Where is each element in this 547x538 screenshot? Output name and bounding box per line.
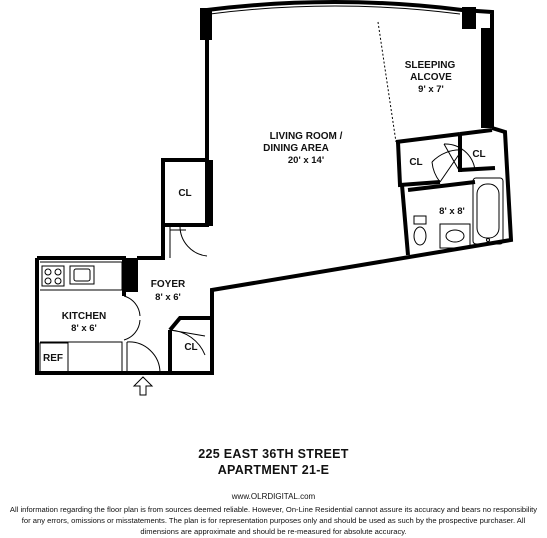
- bath-sink-icon: [439, 223, 471, 249]
- foyer-label: FOYER: [151, 279, 186, 290]
- bath-closet-walls: [395, 128, 496, 256]
- door-swings: [431, 143, 476, 183]
- living-room-label: LIVING ROOM /: [270, 131, 343, 142]
- sleeping-alcove-label-2: ALCOVE: [410, 72, 452, 83]
- foyer-closet-walls: [168, 316, 212, 373]
- floor-plan: LIVING ROOM / DINING AREA 20' x 14' SLEE…: [35, 0, 514, 396]
- bath-dims: 8' x 8': [439, 206, 465, 217]
- entry-door: [126, 341, 161, 374]
- kitchen-label: KITCHEN: [62, 311, 106, 322]
- closet-label-foyer: CL: [184, 342, 197, 353]
- disclaimer-text: All information regarding the floor plan…: [9, 505, 538, 536]
- exterior-walls: [35, 0, 514, 375]
- living-closet-door: [169, 225, 208, 258]
- address-line-2: APARTMENT 21-E: [217, 463, 330, 477]
- kitchen-doors: [123, 295, 141, 341]
- structural-columns: [122, 7, 494, 292]
- kitchen-dims: 8' x 6': [71, 323, 97, 334]
- address-line-1: 225 EAST 36TH STREET: [198, 447, 349, 461]
- website-link[interactable]: www.OLRDIGITAL.com: [231, 492, 316, 501]
- closet-label-bath-right: CL: [472, 149, 485, 160]
- kitchen-fixtures: [39, 261, 123, 373]
- foyer-closet-door: [169, 329, 206, 356]
- sleeping-alcove-dims: 9' x 7': [418, 84, 444, 95]
- alcove-divider: [377, 21, 397, 143]
- ref-label: REF: [43, 353, 63, 364]
- bathtub-icon: [472, 177, 504, 245]
- toilet-icon: [413, 215, 427, 246]
- closet-label-living: CL: [178, 188, 191, 199]
- sleeping-alcove-label: SLEEPING: [405, 60, 456, 71]
- living-room-label-2: DINING AREA: [263, 143, 329, 154]
- living-room-dims: 20' x 14': [288, 155, 324, 166]
- window-wall: [209, 5, 461, 15]
- foyer-dims: 8' x 6': [155, 292, 181, 303]
- entrance-arrow-icon: [132, 376, 154, 396]
- closet-label-bath-left: CL: [409, 157, 422, 168]
